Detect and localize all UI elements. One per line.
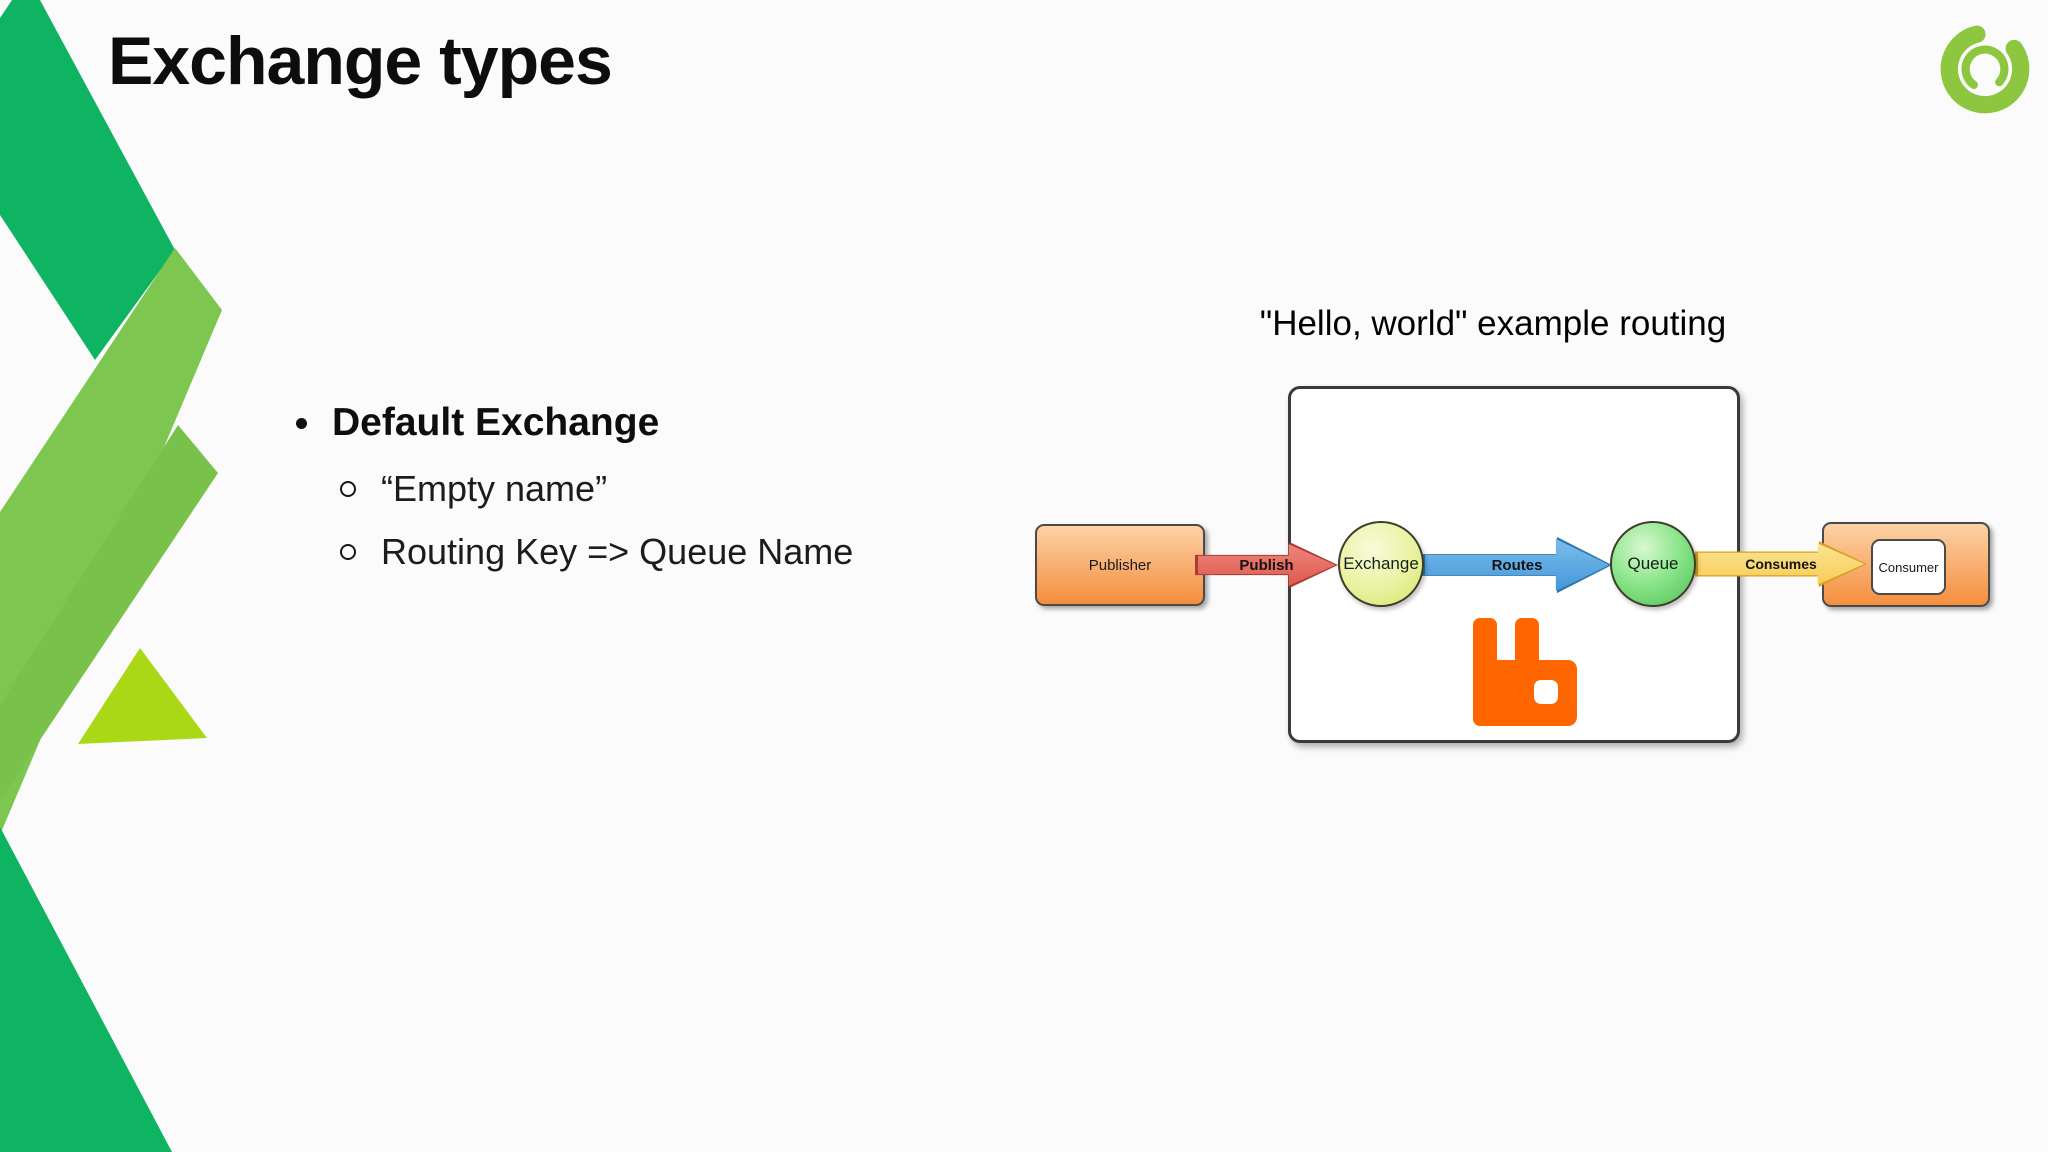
- publisher-label: Publisher: [1088, 556, 1152, 574]
- exchange-node: Exchange: [1338, 521, 1424, 607]
- bullet-sub-label: Routing Key => Queue Name: [381, 531, 854, 572]
- bullet-dot-icon: [296, 418, 307, 429]
- bullet-circle-icon: [340, 544, 356, 560]
- exchange-label: Exchange: [1343, 554, 1419, 573]
- consumer-inner-box: Consumer: [1871, 539, 1946, 595]
- page-title: Exchange types: [108, 23, 613, 99]
- bullet-main-label: Default Exchange: [332, 401, 660, 444]
- bullet-item-empty-name: “Empty name”: [340, 467, 607, 510]
- bullet-sub-label: “Empty name”: [381, 468, 608, 509]
- consumes-arrow-icon: Consumes: [1695, 538, 1867, 590]
- routes-arrow-icon: Routes: [1422, 533, 1612, 597]
- routes-arrow-label: Routes: [1491, 556, 1543, 574]
- bullet-item-routing-key: Routing Key => Queue Name: [340, 530, 853, 573]
- rabbitmq-logo-icon: [1473, 618, 1577, 726]
- bullet-circle-icon: [340, 481, 356, 497]
- company-logo-icon: [1940, 24, 2030, 114]
- queue-node: Queue: [1610, 521, 1696, 607]
- publish-arrow-icon: Publish: [1195, 537, 1338, 593]
- diagram-title: "Hello, world" example routing: [1259, 304, 1727, 343]
- publish-arrow-label: Publish: [1239, 556, 1294, 574]
- queue-label: Queue: [1627, 554, 1679, 573]
- consumes-arrow-label: Consumes: [1745, 556, 1817, 572]
- consumer-label: Consumer: [1878, 559, 1939, 575]
- publisher-node: Publisher: [1035, 524, 1205, 606]
- bullet-item-default-exchange: Default Exchange: [296, 400, 659, 447]
